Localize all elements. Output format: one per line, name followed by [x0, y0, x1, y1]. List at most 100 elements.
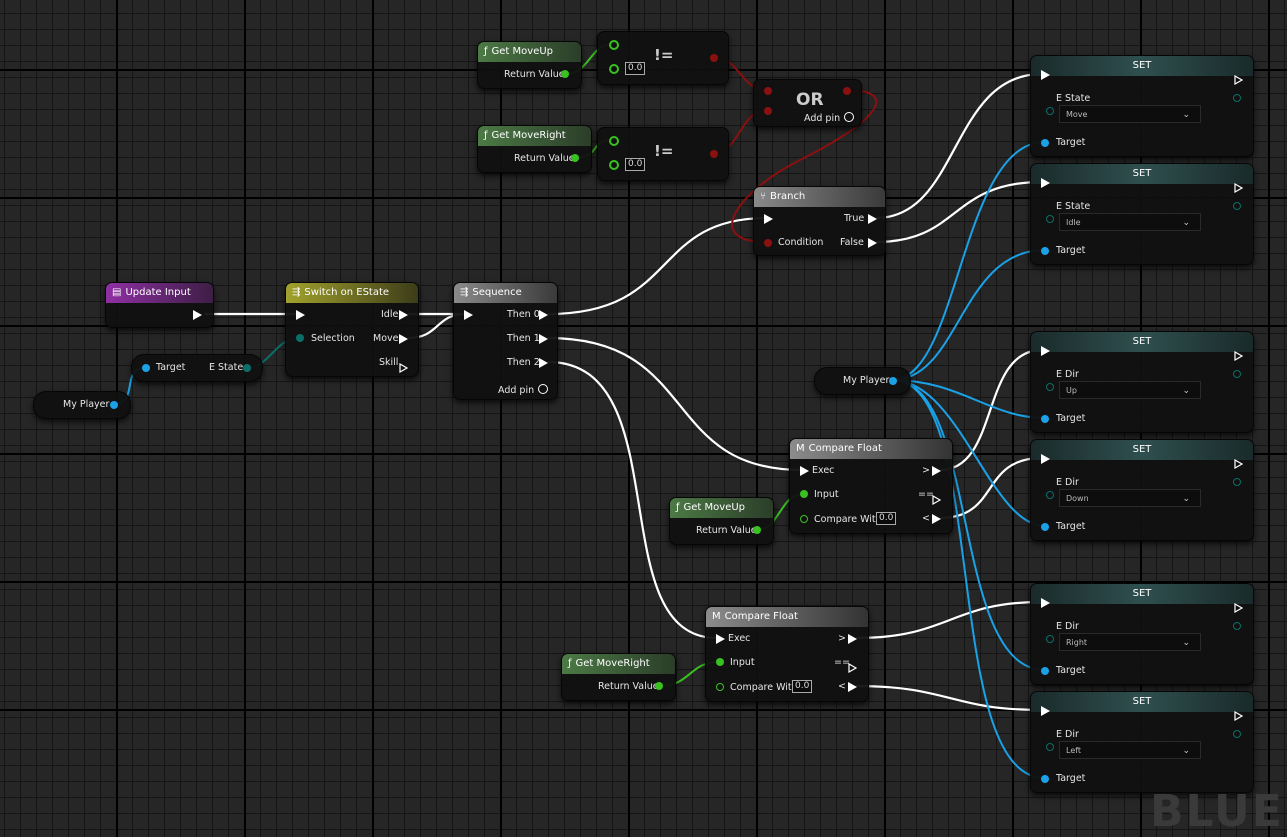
- float-pin[interactable]: [655, 682, 663, 690]
- compare-value-field[interactable]: 0.0: [876, 512, 897, 525]
- value-dropdown[interactable]: Right⌄: [1059, 633, 1201, 651]
- exec-output-pin[interactable]: [193, 310, 202, 320]
- or-node[interactable]: OR Add pin: [753, 79, 862, 127]
- target-pin[interactable]: [1041, 775, 1049, 783]
- sequence-node[interactable]: ⇶Sequence Then 0 Then 1 Then 2 Add pin: [453, 282, 558, 400]
- float-input-pin-b[interactable]: [609, 160, 619, 170]
- then0-exec-pin[interactable]: [539, 310, 548, 320]
- add-pin-button[interactable]: Add pin: [498, 383, 549, 396]
- skill-exec-pin[interactable]: [399, 358, 409, 374]
- float-input-pin-a[interactable]: [609, 136, 619, 146]
- value-dropdown[interactable]: Left⌄: [1059, 741, 1201, 759]
- exec-output-pin[interactable]: [1234, 454, 1244, 470]
- value-dropdown[interactable]: Down⌄: [1059, 489, 1201, 507]
- bool-input-pin-b[interactable]: [764, 107, 772, 115]
- move-exec-pin[interactable]: [399, 334, 408, 344]
- update-input-event-node[interactable]: ▤Update Input: [105, 282, 214, 328]
- exec-output-pin[interactable]: [1234, 598, 1244, 614]
- float-pin[interactable]: [571, 154, 579, 162]
- estate-getter-node[interactable]: Target E State: [131, 354, 263, 382]
- exec-input-pin[interactable]: [800, 466, 809, 476]
- estate-output-pin[interactable]: [243, 364, 251, 372]
- compare-value-field[interactable]: 0.0: [792, 680, 813, 693]
- lt-exec-pin[interactable]: [932, 514, 941, 524]
- target-pin[interactable]: [142, 364, 150, 372]
- exec-output-pin[interactable]: [1234, 346, 1244, 362]
- exec-input-pin[interactable]: [716, 634, 725, 644]
- exec-input-pin[interactable]: [1041, 454, 1050, 464]
- exec-output-pin[interactable]: [1234, 70, 1244, 86]
- bool-input-pin-a[interactable]: [764, 87, 772, 95]
- not-equal-node-top[interactable]: 0.0 !=: [597, 31, 729, 85]
- exec-input-pin[interactable]: [764, 214, 773, 224]
- compare-with-pin[interactable]: [800, 515, 808, 523]
- value-dropdown[interactable]: Up⌄: [1059, 381, 1201, 399]
- branch-node[interactable]: ⑂Branch True Condition False: [753, 186, 886, 256]
- input-pin[interactable]: [716, 658, 724, 666]
- var-output-pin[interactable]: [1233, 478, 1241, 486]
- var-pin[interactable]: [1046, 383, 1054, 391]
- lt-exec-pin[interactable]: [848, 682, 857, 692]
- exec-input-pin[interactable]: [1041, 346, 1050, 356]
- my-player-variable-mid[interactable]: My Player: [814, 367, 911, 395]
- exec-input-pin[interactable]: [1041, 178, 1050, 188]
- value-dropdown[interactable]: Idle⌄: [1059, 213, 1201, 231]
- var-output-pin[interactable]: [1233, 202, 1241, 210]
- target-pin[interactable]: [1041, 415, 1049, 423]
- set-edir-left-node[interactable]: SET E Dir Left⌄ Target: [1030, 691, 1254, 793]
- target-pin[interactable]: [1041, 523, 1049, 531]
- object-output-pin[interactable]: [889, 377, 897, 385]
- then1-exec-pin[interactable]: [539, 334, 548, 344]
- set-edir-right-node[interactable]: SET E Dir Right⌄ Target: [1030, 583, 1254, 685]
- var-pin[interactable]: [1046, 107, 1054, 115]
- bool-output-pin[interactable]: [710, 150, 718, 158]
- value-field[interactable]: 0.0: [625, 62, 646, 75]
- add-pin-button[interactable]: Add pin: [804, 111, 855, 124]
- var-pin[interactable]: [1046, 491, 1054, 499]
- condition-pin[interactable]: [764, 239, 772, 247]
- set-estate-move-node[interactable]: SET E State Move⌄ Target: [1030, 55, 1254, 157]
- selection-pin[interactable]: [296, 334, 304, 342]
- true-exec-pin[interactable]: [868, 214, 877, 224]
- set-estate-idle-node[interactable]: SET E State Idle⌄ Target: [1030, 163, 1254, 265]
- value-dropdown[interactable]: Move⌄: [1059, 105, 1201, 123]
- float-pin[interactable]: [561, 70, 569, 78]
- var-pin[interactable]: [1046, 215, 1054, 223]
- var-output-pin[interactable]: [1233, 622, 1241, 630]
- false-exec-pin[interactable]: [868, 238, 877, 248]
- value-field[interactable]: 0.0: [625, 158, 646, 171]
- exec-input-pin[interactable]: [1041, 706, 1050, 716]
- gt-exec-pin[interactable]: [932, 466, 941, 476]
- exec-input-pin[interactable]: [1041, 598, 1050, 608]
- exec-output-pin[interactable]: [1234, 178, 1244, 194]
- target-pin[interactable]: [1041, 667, 1049, 675]
- target-pin[interactable]: [1041, 247, 1049, 255]
- var-output-pin[interactable]: [1233, 94, 1241, 102]
- switch-on-estate-node[interactable]: ⇶Switch on EState Idle Selection Move Sk…: [285, 282, 419, 377]
- float-input-pin-a[interactable]: [609, 40, 619, 50]
- gt-exec-pin[interactable]: [848, 634, 857, 644]
- float-input-pin-b[interactable]: [609, 64, 619, 74]
- var-output-pin[interactable]: [1233, 730, 1241, 738]
- var-pin[interactable]: [1046, 635, 1054, 643]
- target-pin[interactable]: [1041, 139, 1049, 147]
- my-player-variable-left[interactable]: My Player: [33, 391, 131, 419]
- eq-exec-pin[interactable]: [848, 658, 858, 674]
- float-pin[interactable]: [753, 526, 761, 534]
- set-edir-down-node[interactable]: SET E Dir Down⌄ Target: [1030, 439, 1254, 541]
- compare-with-pin[interactable]: [716, 683, 724, 691]
- var-output-pin[interactable]: [1233, 370, 1241, 378]
- set-edir-up-node[interactable]: SET E Dir Up⌄ Target: [1030, 331, 1254, 433]
- var-pin[interactable]: [1046, 743, 1054, 751]
- exec-output-pin[interactable]: [1234, 706, 1244, 722]
- eq-exec-pin[interactable]: [932, 490, 942, 506]
- exec-input-pin[interactable]: [464, 310, 473, 320]
- idle-exec-pin[interactable]: [399, 310, 408, 320]
- bool-output-pin[interactable]: [843, 87, 851, 95]
- not-equal-node-bottom[interactable]: 0.0 !=: [597, 127, 729, 181]
